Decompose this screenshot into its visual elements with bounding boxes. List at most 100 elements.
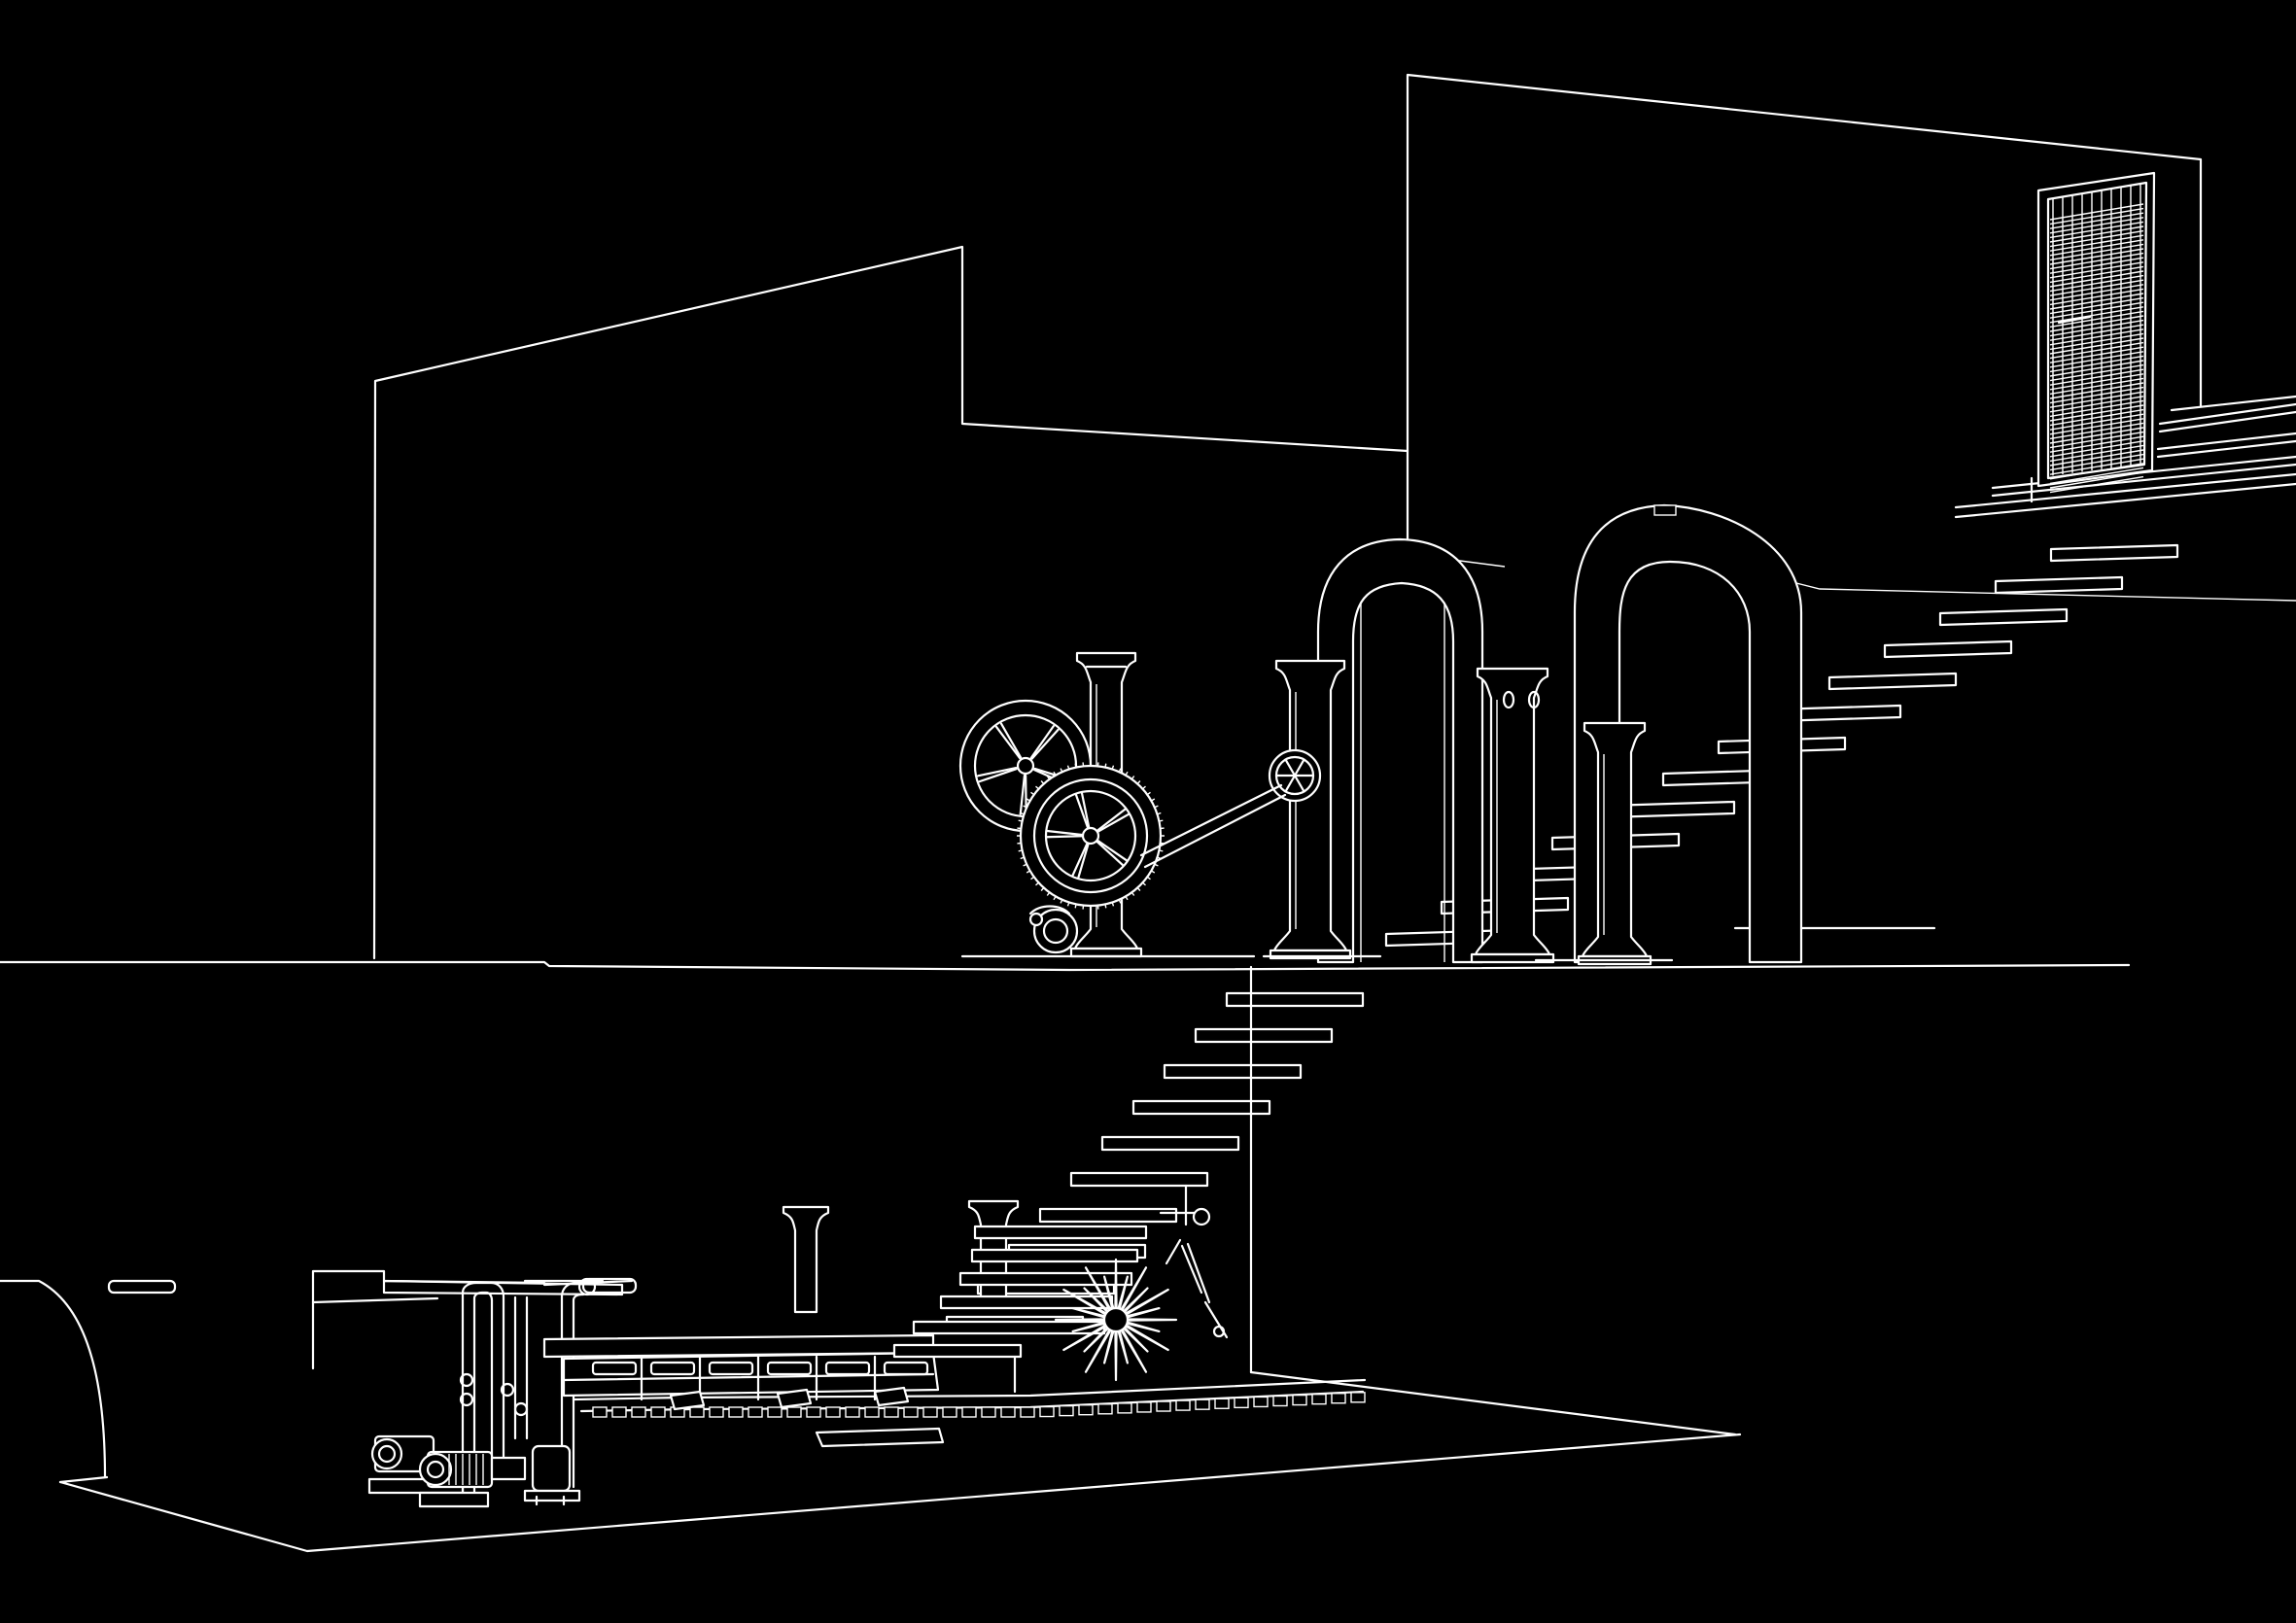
column-base	[1069, 947, 1143, 958]
spiked-wheel	[1054, 1258, 1178, 1382]
stair-step	[1163, 1063, 1303, 1080]
door-rib	[2049, 324, 2144, 341]
door-rib	[2049, 346, 2144, 363]
spoke	[994, 725, 1022, 760]
track-tie	[786, 1406, 802, 1418]
door-rib	[2049, 279, 2144, 296]
stair-step	[1038, 1207, 1178, 1224]
car-window	[824, 1361, 871, 1376]
track-tie	[1059, 1404, 1074, 1417]
column	[782, 1205, 830, 1314]
wall-left	[372, 245, 1409, 960]
door-rib	[2049, 399, 2144, 418]
spoke	[1096, 839, 1129, 862]
spoke	[978, 768, 1018, 783]
door-rib	[2049, 444, 2144, 463]
stone-block	[970, 1248, 1139, 1263]
track-tie	[1272, 1395, 1288, 1407]
door-rib	[2049, 306, 2144, 324]
door-rib	[2049, 360, 2144, 377]
door-rib	[2049, 440, 2144, 458]
track-tie	[1331, 1393, 1346, 1404]
track-tie	[592, 1406, 608, 1418]
door-rib	[2049, 386, 2144, 404]
door-rib	[2049, 355, 2144, 373]
door-rib	[2049, 431, 2144, 449]
door-rib	[2049, 248, 2144, 265]
door-rib	[2049, 310, 2144, 328]
bogie	[873, 1386, 910, 1407]
track-tie	[1175, 1399, 1191, 1411]
track-tie	[961, 1406, 977, 1418]
track-tie	[806, 1406, 821, 1418]
spoke	[1284, 774, 1297, 793]
column-base	[1269, 949, 1352, 960]
spoke	[1019, 774, 1026, 815]
stair-step	[1994, 575, 2124, 595]
spoke	[1046, 829, 1084, 837]
gear-teeth	[1017, 762, 1165, 910]
door-rib	[2049, 221, 2144, 239]
door-rib	[2049, 351, 2144, 368]
door-rib	[2049, 368, 2144, 386]
column-hole	[1527, 690, 1541, 709]
track-tie	[767, 1406, 783, 1418]
door-rib	[2049, 252, 2144, 270]
ribbed-door-panel	[2036, 171, 2156, 494]
door-rib	[2049, 435, 2144, 453]
door-rib	[2049, 270, 2144, 288]
track-tie	[845, 1406, 860, 1418]
wall-right	[1406, 73, 2296, 602]
door-rib	[2049, 427, 2144, 444]
door-rib	[2049, 301, 2144, 319]
arch-left	[1316, 537, 1484, 964]
track-tie	[1292, 1394, 1307, 1406]
door-rib	[2049, 449, 2144, 466]
drive-rod	[1139, 783, 1287, 869]
spoke	[1293, 774, 1305, 793]
pump-assembly	[367, 1434, 581, 1508]
door-rib	[2049, 257, 2144, 274]
door-rib	[2049, 234, 2144, 252]
stone-block	[958, 1271, 1133, 1287]
door-rib	[2049, 217, 2144, 234]
door-rib	[2049, 363, 2144, 382]
pipe-network	[382, 1277, 638, 1497]
track-tie	[748, 1406, 763, 1418]
bogie	[776, 1388, 813, 1409]
floor-slab	[815, 1427, 945, 1448]
door-rib	[2049, 207, 2144, 225]
door-rib	[2049, 475, 2144, 494]
track-tie	[728, 1406, 744, 1418]
track-tie	[864, 1406, 880, 1418]
door-rib	[2049, 341, 2144, 360]
door-rib	[2049, 319, 2144, 337]
hanging-mechanism	[1159, 1184, 1229, 1339]
track-tie	[1020, 1406, 1035, 1418]
spoke	[1293, 758, 1305, 777]
column-base	[1470, 952, 1555, 964]
spoke	[1045, 835, 1084, 839]
door-rib	[2049, 265, 2144, 284]
door-rib	[2049, 373, 2144, 391]
track-tie	[922, 1406, 938, 1418]
track-tie	[1039, 1405, 1055, 1418]
track-tie	[1214, 1398, 1230, 1409]
columns-basement	[782, 1199, 1148, 1394]
car-window	[649, 1361, 696, 1376]
stair-step	[1131, 1099, 1271, 1116]
door-rib	[2049, 453, 2144, 471]
toothed-gear	[1017, 762, 1165, 910]
door-rib	[2049, 471, 2144, 489]
spoke	[1029, 725, 1055, 759]
door-rib	[2049, 315, 2144, 332]
door-rib	[2049, 418, 2144, 435]
stair-step	[1194, 1027, 1334, 1044]
spoke	[999, 722, 1023, 759]
track-tie	[1097, 1403, 1113, 1415]
door-rib	[2049, 332, 2144, 351]
spoke	[1071, 843, 1089, 878]
ground-base	[960, 954, 1674, 962]
door-rib	[2049, 243, 2144, 261]
